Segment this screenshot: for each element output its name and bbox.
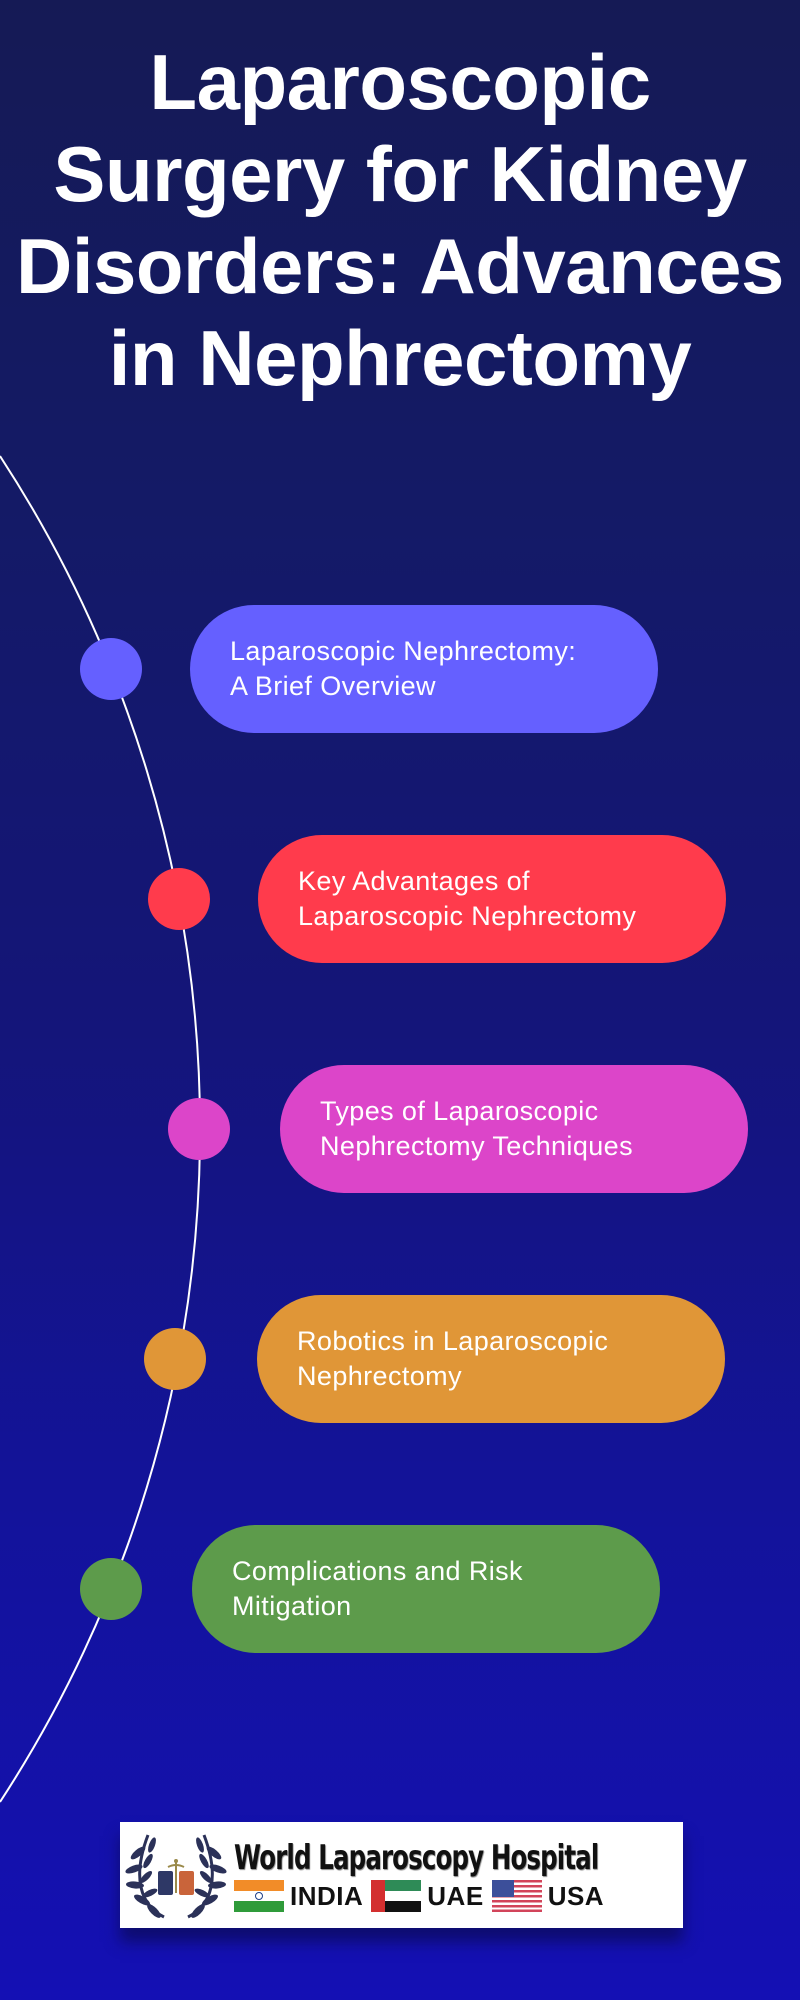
hospital-name: World Laparoscopy Hospital <box>234 1838 599 1878</box>
circle-marker-icon <box>148 868 210 930</box>
circle-marker-icon <box>144 1328 206 1390</box>
timeline-item-label: Nephrectomy Techniques <box>320 1131 633 1161</box>
timeline-item-label: A Brief Overview <box>230 671 436 701</box>
title-line: Laparoscopic <box>149 38 651 126</box>
country-label: INDIA <box>290 1880 364 1911</box>
country-uae: UAE <box>371 1880 483 1912</box>
timeline-item-complications[interactable]: Complications and Risk Mitigation <box>192 1525 660 1653</box>
timeline-item-label: Key Advantages of <box>298 866 530 896</box>
title-line: Surgery for Kidney <box>53 130 747 218</box>
country-label: USA <box>547 1880 605 1911</box>
timeline-item-label: Laparoscopic Nephrectomy: <box>230 636 577 666</box>
country-india: INDIA <box>234 1880 363 1912</box>
circle-marker-icon <box>80 638 142 700</box>
page-title: Laparoscopic Surgery for Kidney Disorder… <box>0 36 800 404</box>
timeline-item-techniques[interactable]: Types of Laparoscopic Nephrectomy Techni… <box>280 1065 748 1193</box>
title-line: Disorders: Advances <box>16 222 784 310</box>
usa-flag-icon <box>491 1880 542 1912</box>
timeline-item-label: Types of Laparoscopic <box>320 1096 599 1126</box>
timeline-item-label: Laparoscopic Nephrectomy <box>298 901 637 931</box>
timeline-item-label: Complications and Risk <box>232 1556 523 1586</box>
circle-marker-icon <box>168 1098 230 1160</box>
india-flag-icon <box>234 1880 284 1912</box>
timeline-item-label: Mitigation <box>232 1591 352 1621</box>
circle-marker-icon <box>80 1558 142 1620</box>
logo-text: World Laparoscopy Hospital INDIA U <box>228 1838 740 1912</box>
laurel-wreath-caduceus-icon <box>124 1825 228 1925</box>
country-label: UAE <box>427 1880 484 1911</box>
title-line: in Nephrectomy <box>108 314 692 402</box>
country-usa: USA <box>491 1880 605 1912</box>
hospital-logo-banner[interactable]: World Laparoscopy Hospital INDIA U <box>120 1822 683 1928</box>
timeline-item-label: Robotics in Laparoscopic <box>297 1326 609 1356</box>
timeline-item-overview[interactable]: Laparoscopic Nephrectomy: A Brief Overvi… <box>190 605 658 733</box>
timeline-item-advantages[interactable]: Key Advantages of Laparoscopic Nephrecto… <box>258 835 726 963</box>
country-list: INDIA UAE <box>234 1880 740 1912</box>
timeline-item-robotics[interactable]: Robotics in Laparoscopic Nephrectomy <box>257 1295 725 1423</box>
timeline-item-label: Nephrectomy <box>297 1361 462 1391</box>
uae-flag-icon <box>371 1880 422 1912</box>
